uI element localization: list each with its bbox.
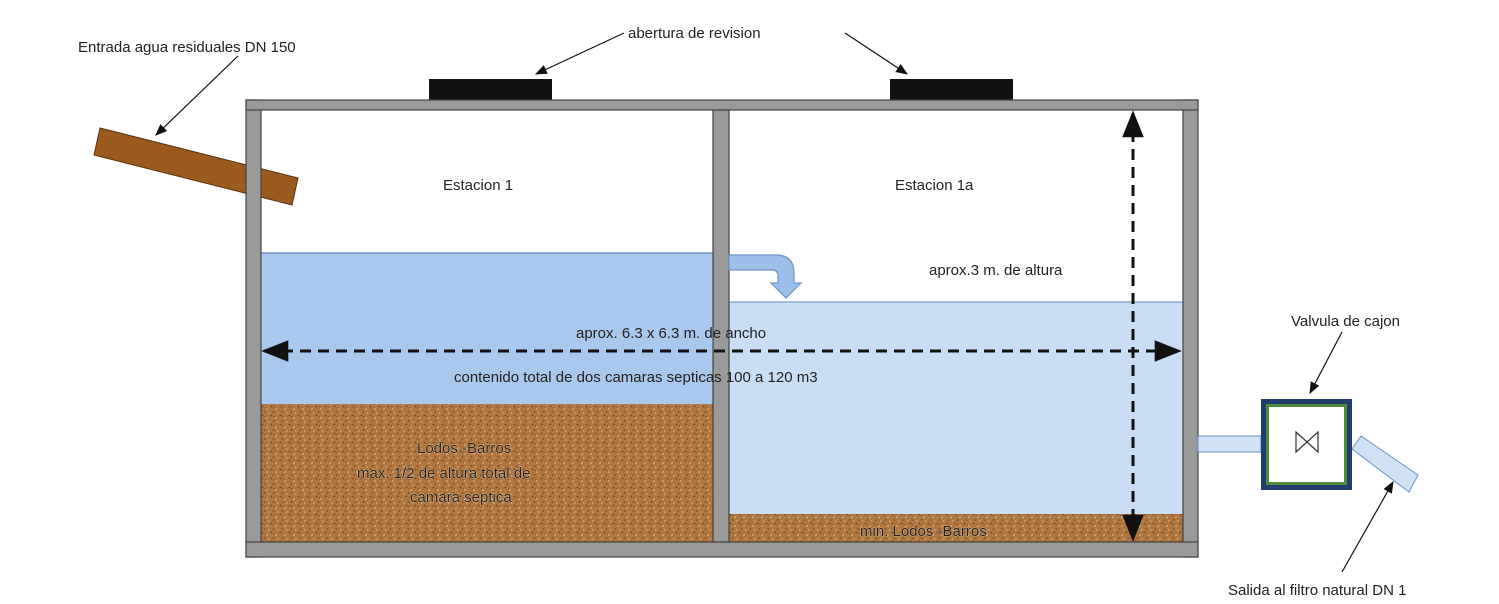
valve-leader <box>1309 331 1343 395</box>
access-cover-left <box>429 79 552 103</box>
outlet-leader <box>1341 480 1394 573</box>
height-label: aprox.3 m. de altura <box>929 262 1063 279</box>
outlet-pipe-in <box>1197 435 1262 453</box>
outlet-pipe-out <box>1351 435 1419 493</box>
water-chamber-1 <box>261 253 713 404</box>
tank-wall-right <box>1182 99 1199 558</box>
inlet-pipe <box>93 127 299 206</box>
width-label: aprox. 6.3 x 6.3 m. de ancho <box>576 325 766 342</box>
sludge-chamber-1a <box>729 514 1183 542</box>
opening-leader-right <box>844 32 909 75</box>
tank-partition <box>712 109 730 543</box>
outlet-label: Salida al filtro natural DN 1 <box>1228 582 1406 599</box>
tank-wall-left <box>245 99 262 558</box>
tank-lid <box>245 99 1199 111</box>
tank-floor <box>245 541 1199 558</box>
inlet-label: Entrada agua residuales DN 150 <box>78 39 296 56</box>
inlet-leader <box>155 55 239 136</box>
access-cover-right <box>890 79 1013 103</box>
sludge-label-line-3: camara septica <box>410 489 512 506</box>
valve-label: Valvula de cajon <box>1291 313 1400 330</box>
chamber-1a-label: Estacion 1a <box>895 177 974 194</box>
opening-leader-left <box>534 32 625 75</box>
sludge-label-line-1: Lodos -Barros <box>417 440 511 457</box>
sludge-chamber-1 <box>261 404 713 542</box>
gate-valve-icon <box>1295 430 1319 454</box>
water-chamber-1a <box>729 302 1183 514</box>
overflow-arrow <box>728 254 803 299</box>
min-sludge-label: min. Lodos -Barros <box>860 523 987 540</box>
inspection-opening-label: abertura de revision <box>628 25 761 42</box>
chamber-1-label: Estacion 1 <box>443 177 513 194</box>
sludge-label-line-2: max. 1/2 de altura total de <box>357 465 530 482</box>
total-content-label: contenido total de dos camaras septicas … <box>454 369 818 386</box>
